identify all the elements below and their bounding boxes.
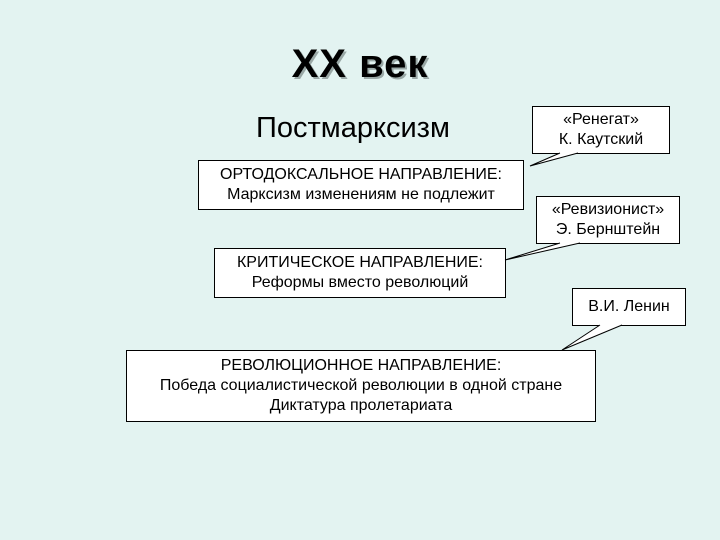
revisionist-callout: «Ревизионист» Э. Бернштейн xyxy=(536,196,680,244)
renegade-label: «Ренегат» xyxy=(563,111,639,128)
lenin-person: В.И. Ленин xyxy=(588,298,670,315)
revolutionary-direction-box: РЕВОЛЮЦИОННОЕ НАПРАВЛЕНИЕ: Победа социал… xyxy=(126,350,596,422)
lenin-callout: В.И. Ленин xyxy=(572,288,686,326)
revisionist-pointer xyxy=(505,243,580,260)
lenin-pointer-outline xyxy=(561,324,623,351)
revolutionary-direction-thesis-2: Диктатура пролетариата xyxy=(269,397,453,414)
orthodox-direction-thesis: Марксизм изменениям не подлежит xyxy=(227,186,495,203)
renegade-person: К. Каутский xyxy=(558,131,644,148)
renegade-pointer-outline xyxy=(529,152,579,167)
orthodox-direction-box: ОРТОДОКСАЛЬНОЕ НАПРАВЛЕНИЕ: Марксизм изм… xyxy=(198,160,524,210)
revisionist-pointer-outline xyxy=(504,242,581,261)
critical-direction-thesis: Реформы вместо революций xyxy=(251,274,469,291)
revisionist-person: Э. Бернштейн xyxy=(555,221,661,238)
revolutionary-direction-thesis: Победа социалистической революции в одно… xyxy=(159,377,563,394)
critical-direction-heading: КРИТИЧЕСКОЕ НАПРАВЛЕНИЕ: xyxy=(236,254,483,271)
critical-direction-box: КРИТИЧЕСКОЕ НАПРАВЛЕНИЕ: Реформы вместо … xyxy=(214,248,506,298)
orthodox-direction-heading: ОРТОДОКСАЛЬНОЕ НАПРАВЛЕНИЕ: xyxy=(220,166,502,183)
revolutionary-direction-heading: РЕВОЛЮЦИОННОЕ НАПРАВЛЕНИЕ: xyxy=(220,357,502,374)
renegade-callout: «Ренегат» К. Каутский xyxy=(532,106,670,154)
revisionist-label: «Ревизионист» xyxy=(551,201,665,218)
slide-title: XX век xyxy=(291,42,429,86)
slide-subtitle: Постмарксизм xyxy=(256,112,450,144)
renegade-pointer xyxy=(530,153,578,166)
lenin-pointer xyxy=(562,325,622,350)
